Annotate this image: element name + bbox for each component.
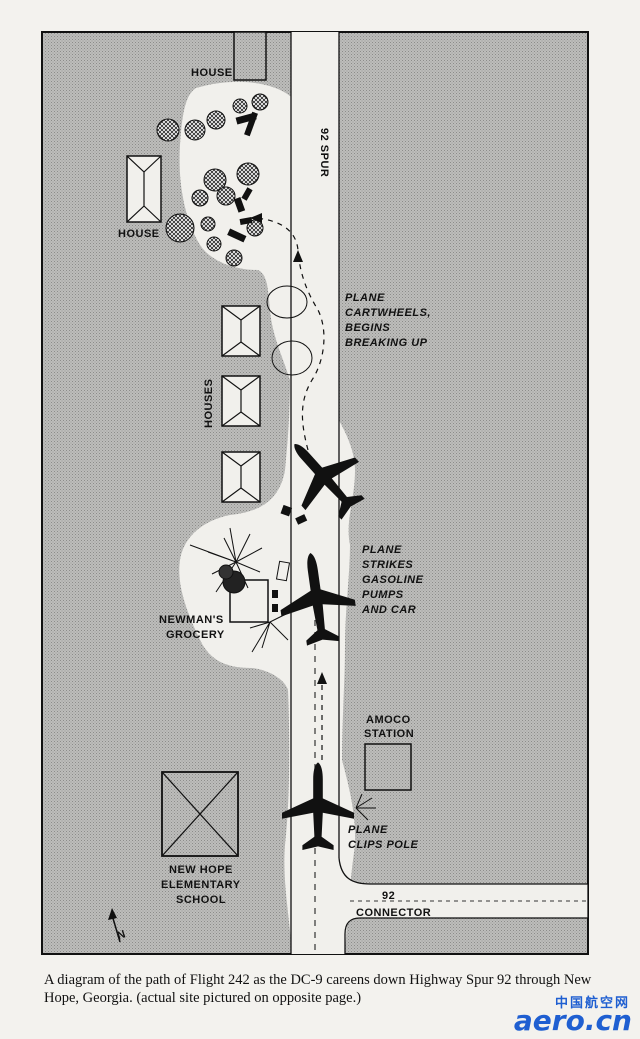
grocery-label-2: GROCERY — [166, 629, 225, 641]
strikes-label-3: GASOLINE — [362, 574, 424, 586]
houses-label: HOUSES — [203, 379, 215, 428]
watermark-en: aero.cn — [513, 1004, 632, 1037]
cartwheels-label-3: BEGINS — [345, 322, 390, 334]
cartwheel-ring-2 — [271, 340, 313, 376]
house-left — [126, 155, 162, 223]
house-3 — [221, 451, 261, 503]
strikes-label-2: STRIKES — [362, 559, 413, 571]
flight-path — [254, 217, 325, 760]
gas-pump-1 — [272, 590, 278, 598]
school-label-1: NEW HOPE — [169, 864, 233, 876]
elementary-school — [161, 771, 239, 857]
connector-label-2: CONNECTOR — [356, 907, 431, 919]
strikes-label-4: PUMPS — [362, 589, 404, 601]
cartwheels-label-4: BREAKING UP — [345, 337, 428, 349]
crash-path-diagram: N HOUSE HOUSE 92 SPUR HOUSES NEWMAN'S GR… — [41, 31, 589, 955]
clips-label-2: CLIPS POLE — [348, 839, 419, 851]
amoco-label-1: AMOCO — [366, 714, 411, 726]
strikes-label-1: PLANE — [362, 544, 402, 556]
cartwheel-ring-1 — [266, 285, 308, 319]
house-top-label: HOUSE — [191, 67, 233, 79]
connector-road — [338, 857, 589, 954]
fire-burst — [189, 527, 376, 821]
house-left-label: HOUSE — [118, 228, 160, 240]
tree-cluster — [156, 93, 269, 267]
strikes-label-5: AND CAR — [361, 604, 416, 616]
house-top — [233, 31, 267, 81]
path-arrow-1 — [317, 672, 327, 684]
clips-label-1: PLANE — [348, 824, 388, 836]
debris-top — [227, 111, 308, 582]
grocery-label-1: NEWMAN'S — [159, 614, 224, 626]
north-label: N — [116, 928, 128, 942]
north-arrow: N — [108, 908, 128, 943]
amoco-station — [364, 743, 412, 791]
connector-label-1: 92 — [382, 890, 395, 902]
path-arrow-2 — [293, 250, 303, 262]
site-watermark: 中国航空网 aero.cn — [484, 988, 640, 1037]
road-label: 92 SPUR — [318, 128, 330, 177]
school-label-2: ELEMENTARY — [161, 879, 241, 891]
watermark-cn: 中国航空网 — [554, 996, 630, 1011]
house-1 — [221, 305, 261, 357]
school-label-3: SCHOOL — [176, 894, 226, 906]
cartwheels-label-2: CARTWHEELS, — [345, 307, 431, 319]
gas-pump-2 — [272, 604, 278, 612]
cartwheels-label-1: PLANE — [345, 292, 385, 304]
path-arrow-3 — [250, 213, 262, 223]
house-2 — [221, 375, 261, 427]
amoco-label-2: STATION — [364, 728, 414, 740]
figure-caption: A diagram of the path of Flight 242 as t… — [44, 972, 592, 1006]
